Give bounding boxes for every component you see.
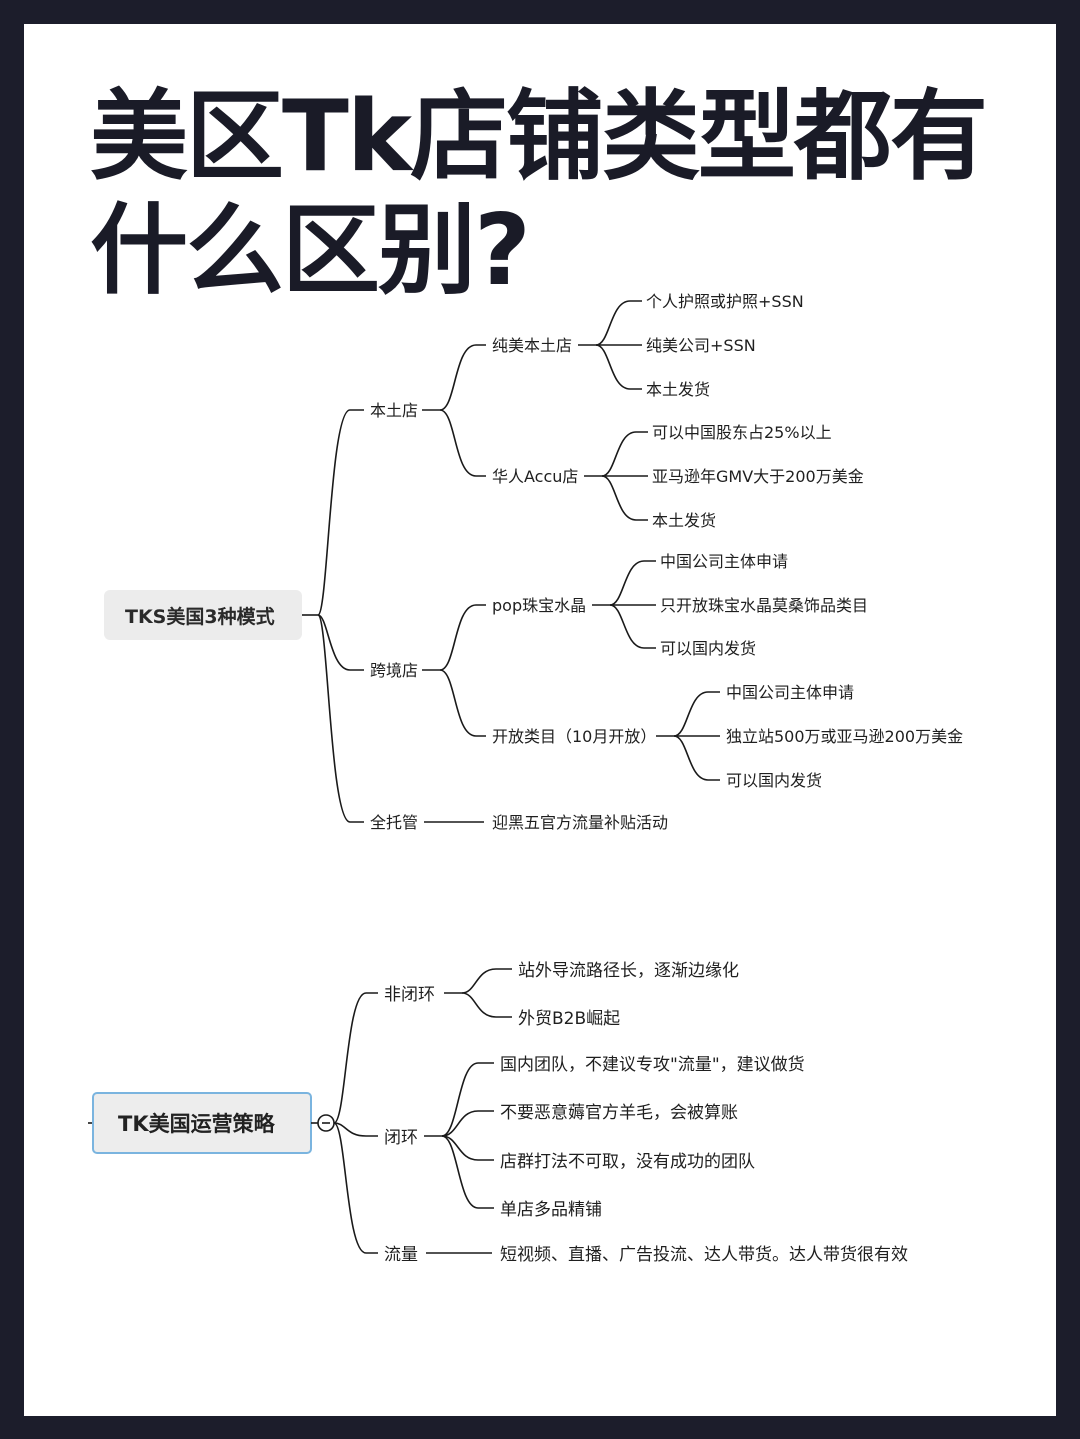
page-title-line-1: 美区Tk店铺类型都有 — [90, 80, 988, 194]
map1-leaf-open-0: 中国公司主体申请 — [726, 683, 854, 702]
map2-leaf-closed-3: 单店多品精铺 — [500, 1200, 602, 1220]
map1-leaf-chinese-2: 本土发货 — [652, 511, 716, 530]
map1-edge-pure-2 — [595, 344, 642, 390]
map2-leaf-traffic-0: 短视频、直播、广告投流、达人带货。达人带货很有效 — [500, 1245, 908, 1265]
map1-leaf-full-0: 迎黑五官方流量补贴活动 — [492, 813, 668, 832]
map1-edge-pop-2 — [609, 604, 656, 649]
map1-edge-chinese-2 — [601, 475, 648, 521]
map2-edge-nonclosed-0 — [444, 968, 512, 994]
map2-edge-traffic — [333, 1122, 378, 1254]
map1-leaf-pure-2: 本土发货 — [646, 380, 710, 399]
map1-leaf-chinese-0: 可以中国股东占25%以上 — [652, 423, 832, 442]
map1-node-pop[interactable]: pop珠宝水晶 — [492, 596, 586, 615]
map1-node-chinese[interactable]: 华人Accu店 — [492, 467, 578, 486]
map2-edge-closed-1 — [441, 1110, 494, 1137]
map1-leaf-pure-1: 纯美公司+SSN — [646, 336, 756, 355]
map1-leaf-open-2: 可以国内发货 — [726, 771, 822, 790]
map2-node-closed[interactable]: 闭环 — [384, 1128, 418, 1148]
map2-edge-nonclosed — [333, 992, 378, 1124]
map2-leaf-closed-0: 国内团队，不建议专攻"流量"，建议做货 — [500, 1055, 805, 1075]
map1-leaf-pop-2: 可以国内发货 — [660, 639, 756, 658]
map1-leaf-pure-0: 个人护照或护照+SSN — [646, 292, 804, 311]
map2-root-label: TK美国运营策略 — [118, 1112, 276, 1136]
map2-edge-nonclosed-1 — [461, 992, 512, 1018]
map2-edge-closed-0 — [424, 1062, 494, 1137]
map1-root-label: TKS美国3种模式 — [125, 605, 275, 628]
map2-leaf-nonclosed-1: 外贸B2B崛起 — [518, 1009, 620, 1029]
map1-node-open[interactable]: 开放类目（10月开放） — [492, 727, 656, 746]
map1-node-cross[interactable]: 跨境店 — [370, 661, 418, 680]
map1-leaf-pop-1: 只开放珠宝水晶莫桑饰品类目 — [660, 596, 868, 615]
map1-edge-pop — [422, 604, 486, 671]
map1-edge-pure-0 — [578, 300, 642, 346]
map1-node-pure[interactable]: 纯美本土店 — [492, 336, 572, 355]
map2-node-nonclosed[interactable]: 非闭环 — [384, 985, 435, 1005]
map1-edge-pure — [422, 344, 486, 411]
map1-edge-chinese — [439, 409, 486, 477]
map1-node-local[interactable]: 本土店 — [370, 401, 418, 420]
map1-edge-full — [317, 614, 364, 823]
map1-edge-pop-0 — [592, 560, 656, 606]
map1-edge-open-0 — [656, 691, 720, 737]
map2-edge-closed — [333, 1122, 378, 1137]
mind-map-1: TKS美国3种模式 本土店 纯美本土店 个人护照或护照+SSN 纯美公司+SSN… — [104, 292, 963, 832]
page-card: 美区Tk店铺类型都有 什么区别? — [24, 24, 1056, 1416]
map1-leaf-pop-0: 中国公司主体申请 — [660, 552, 788, 571]
map1-leaf-open-1: 独立站500万或亚马逊200万美金 — [726, 727, 963, 746]
map2-node-traffic[interactable]: 流量 — [384, 1245, 418, 1265]
map2-edge-closed-3 — [441, 1135, 494, 1209]
map1-edge-open — [439, 669, 486, 737]
map2-leaf-closed-2: 店群打法不可取，没有成功的团队 — [500, 1152, 755, 1172]
map1-root-box[interactable] — [104, 590, 302, 640]
map1-edge-local — [317, 409, 364, 616]
map1-node-full[interactable]: 全托管 — [370, 813, 418, 832]
map1-edge-chinese-0 — [584, 431, 648, 477]
map2-edge-closed-2 — [441, 1135, 494, 1161]
map1-edge-open-2 — [673, 735, 720, 781]
mind-map-2: TK美国运营策略 非闭环 站外导流路径长，逐渐边缘化 外贸B2B崛起 闭环 国内… — [88, 961, 908, 1265]
page-title-line-2: 什么区别? — [90, 194, 531, 308]
map2-leaf-nonclosed-0: 站外导流路径长，逐渐边缘化 — [518, 961, 739, 981]
map1-leaf-chinese-1: 亚马逊年GMV大于200万美金 — [652, 467, 864, 486]
map1-edge-cross — [317, 614, 364, 671]
map2-leaf-closed-1: 不要恶意薅官方羊毛，会被算账 — [500, 1103, 738, 1123]
